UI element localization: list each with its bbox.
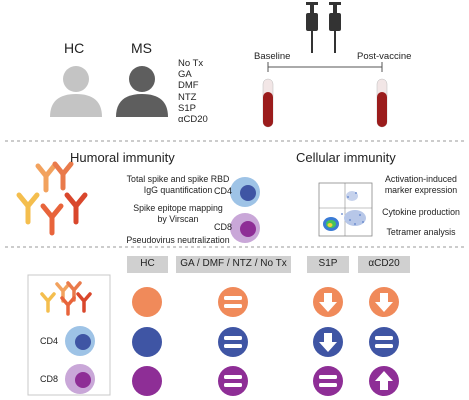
cd8-acd20-up-arrow-icon <box>369 366 399 396</box>
cd8-cell-icon <box>230 213 260 243</box>
assay-line: by Virscan <box>157 214 199 224</box>
blood-tube-icon-baseline <box>262 78 274 128</box>
treatment-item: NTZ <box>178 91 197 103</box>
antibody-s1p-down-arrow-icon <box>313 287 343 317</box>
assay-line: Activation-induced <box>385 174 457 184</box>
treatment-item: DMF <box>178 80 199 92</box>
col-header-acd20: αCD20 <box>368 258 400 269</box>
legend-antibody-icon <box>40 281 92 316</box>
cellular-assay-tetramer: Tetramer analysis <box>386 227 456 237</box>
humoral-assay-neutralization: Pseudovirus neutralization <box>126 235 230 245</box>
assay-line: Spike epitope mapping <box>133 203 223 213</box>
col-header-bg-acd20 <box>358 256 410 273</box>
baseline-label: Baseline <box>254 51 291 62</box>
treatment-item: αCD20 <box>178 114 208 126</box>
cd8-s1p-equal-icon <box>313 366 343 396</box>
assay-line: IgG quantification <box>143 185 213 195</box>
flow-cytometry-plot-icon <box>318 182 373 237</box>
cd4-hc-circle-icon <box>132 327 162 357</box>
cd8-treatments-equal-icon <box>218 366 248 396</box>
col-header-s1p: S1P <box>318 258 338 269</box>
legend-cd4-cell-icon <box>65 326 95 356</box>
ms-label: MS <box>131 40 152 56</box>
post-vaccine-label: Post-vaccine <box>357 51 412 62</box>
col-header-bg-s1p <box>307 256 349 273</box>
cd4-treatments-equal-icon <box>218 327 248 357</box>
cd8-label: CD8 <box>214 222 233 232</box>
cd4-cell-icon <box>230 177 260 207</box>
humoral-assay-total-spike: Total spike and spike RBD IgG quantifica… <box>113 174 243 196</box>
antibody-treatments-equal-icon <box>218 287 248 317</box>
antibody-hc-circle-icon <box>132 287 162 317</box>
assay-line: Total spike and spike RBD <box>126 174 230 184</box>
syringe-icon-left <box>306 2 318 53</box>
cd4-s1p-down-arrow-icon <box>313 327 343 357</box>
col-header-treatments: GA / DMF / NTZ / No Tx <box>180 258 287 269</box>
syringe-icon-right <box>329 2 341 53</box>
assay-line: marker expression <box>384 185 458 195</box>
humoral-assay-virscan: Spike epitope mapping by Virscan <box>113 203 243 225</box>
humoral-title: Humoral immunity <box>70 150 175 165</box>
cd4-acd20-equal-icon <box>369 327 399 357</box>
antibody-acd20-down-arrow-icon <box>369 287 399 317</box>
cellular-assay-aim: Activation-induced marker expression <box>376 174 466 196</box>
hc-label: HC <box>64 40 85 56</box>
hc-person-icon <box>50 66 102 117</box>
treatment-list: No Tx GA DMF NTZ S1P αCD20 <box>178 58 208 125</box>
ms-person-icon <box>116 66 168 117</box>
col-header-bg-treat <box>176 256 291 273</box>
legend-cd8-cell-icon <box>65 364 95 394</box>
col-header-hc: HC <box>140 258 155 269</box>
treatment-item: S1P <box>178 102 196 114</box>
cellular-title: Cellular immunity <box>296 150 396 165</box>
col-header-bg-hc <box>127 256 168 273</box>
row-label-cd4: CD4 <box>40 336 59 346</box>
cellular-assay-cytokine: Cytokine production <box>382 207 460 217</box>
cd4-label: CD4 <box>214 186 233 196</box>
cd8-hc-circle-icon <box>132 366 162 396</box>
antibody-icon-group <box>16 161 88 236</box>
treatment-item: No Tx <box>178 58 204 69</box>
summary-grid-symbols <box>132 287 399 396</box>
treatment-item: GA <box>178 69 192 81</box>
blood-tube-icon-post-vaccine <box>376 78 388 128</box>
row-label-cd8: CD8 <box>40 374 59 384</box>
